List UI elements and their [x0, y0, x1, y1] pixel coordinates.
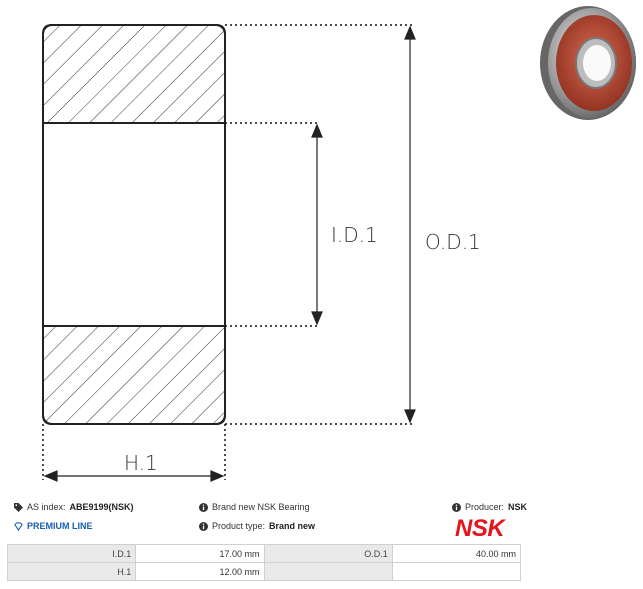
id-arrow-bottom: [311, 311, 323, 326]
condition-text: Brand new NSK Bearing: [212, 502, 310, 512]
h-label: H.1: [124, 451, 158, 475]
h-arrow-right: [210, 470, 225, 482]
premium-line-label: PREMIUM LINE: [27, 521, 93, 531]
table-row: H.1 12.00 mm: [6, 562, 522, 581]
od-label: O.D.1: [425, 230, 481, 254]
product-type-label: Product type:: [212, 521, 266, 531]
spec-value: 12.00 mm: [135, 562, 265, 581]
info-icon: [452, 502, 461, 512]
bearing-dimension-drawing: I.D.1 O.D.1 H.1: [42, 24, 481, 482]
id-arrow-top: [311, 123, 323, 138]
od-arrow-top: [404, 25, 416, 40]
as-index-value: ABE9199(NSK): [69, 502, 134, 512]
spec-key: O.D.1: [263, 544, 393, 563]
premium-line: PREMIUM LINE: [14, 521, 93, 531]
product-type-value: Brand new: [269, 521, 316, 531]
lower-ring-section: [42, 325, 226, 425]
id-label: I.D.1: [331, 223, 378, 247]
producer: Producer: NSK: [452, 502, 527, 512]
bearing-photo: [540, 6, 636, 120]
info-icon: [199, 521, 208, 531]
nsk-logo: NSK: [455, 515, 505, 542]
producer-value: NSK: [508, 502, 528, 512]
table-row: I.D.1 17.00 mm O.D.1 40.00 mm: [6, 544, 522, 563]
h-arrow-left: [43, 470, 58, 482]
as-index: AS index: ABE9199(NSK): [14, 502, 134, 512]
condition: Brand new NSK Bearing: [199, 502, 310, 512]
spec-key: [263, 562, 393, 581]
spec-value: 17.00 mm: [135, 544, 265, 563]
spec-value: 40.00 mm: [391, 544, 522, 563]
spec-key: I.D.1: [6, 544, 137, 563]
tag-icon: [14, 502, 23, 512]
od-arrow-bottom: [404, 409, 416, 424]
as-index-label: AS index:: [27, 502, 66, 512]
spec-key: H.1: [6, 562, 137, 581]
upper-ring-section: [42, 24, 226, 124]
info-icon: [199, 502, 208, 512]
producer-label: Producer:: [465, 502, 505, 512]
spec-value: [391, 562, 522, 581]
diamond-icon: [14, 521, 23, 531]
spec-table: I.D.1 17.00 mm O.D.1 40.00 mm H.1 12.00 …: [6, 544, 522, 581]
product-type: Product type: Brand new: [199, 521, 315, 531]
